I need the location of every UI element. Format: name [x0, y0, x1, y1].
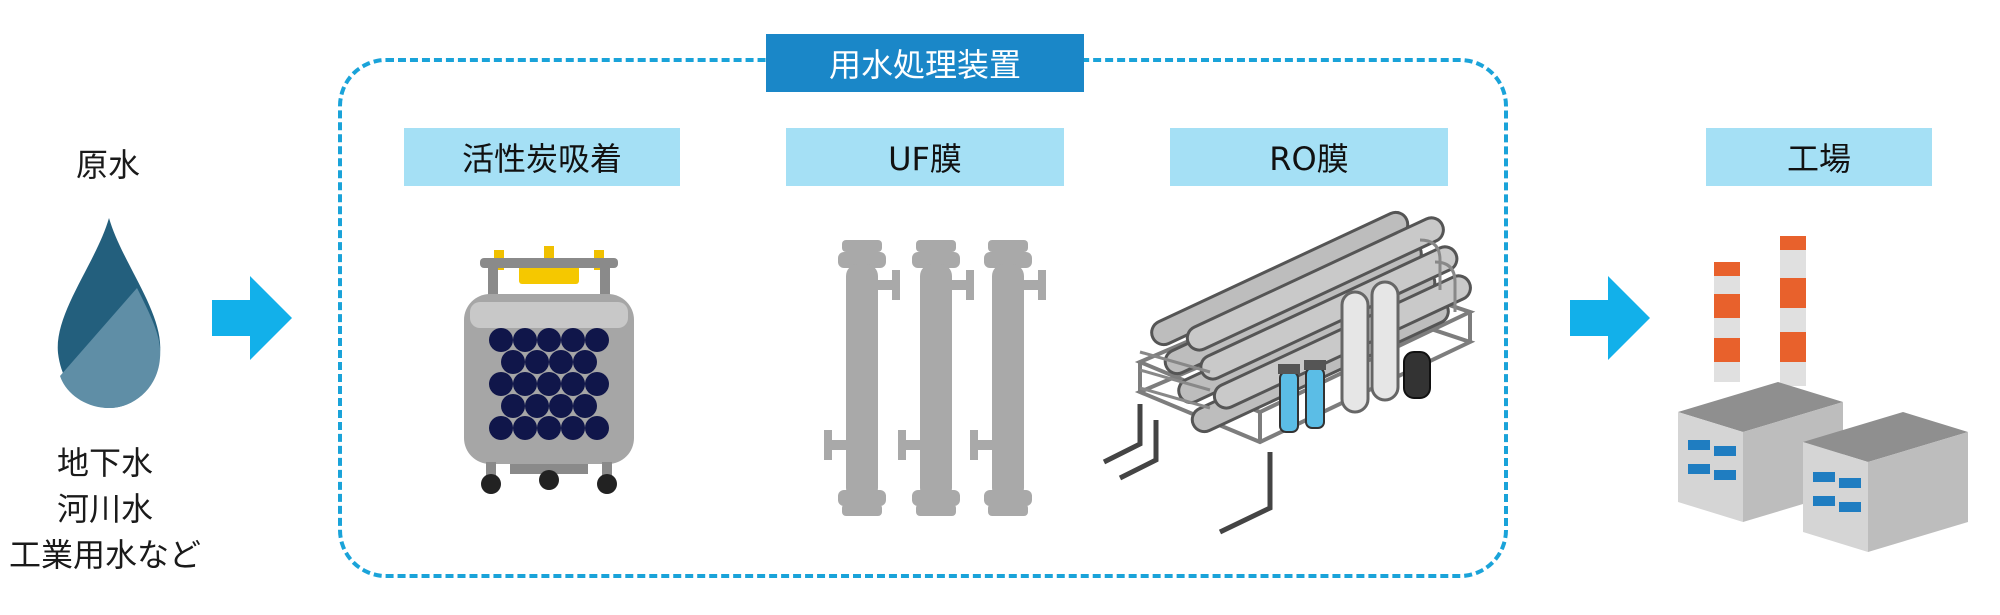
stage-label-activated-carbon: 活性炭吸着: [404, 128, 680, 186]
treatment-system-title: 用水処理装置: [766, 34, 1084, 92]
source-line-2: 河川水: [56, 490, 153, 528]
source-line-3: 工業用水など: [8, 536, 201, 574]
arrow-right-icon: [1570, 276, 1650, 360]
source-line-1: 地下水: [56, 444, 153, 482]
arrow-right-icon: [212, 276, 292, 360]
stage-label-uf: UF膜: [786, 128, 1064, 186]
source-description: 地下水 河川水 工業用水など: [0, 440, 210, 578]
carbon-filter-tank-icon: [464, 246, 634, 494]
ro-membrane-unit-icon: [1102, 210, 1476, 535]
uf-membrane-modules-icon: [824, 240, 1046, 516]
destination-label: 工場: [1706, 128, 1932, 186]
factory-icon: [1678, 236, 1968, 552]
source-title: 原水: [75, 146, 140, 184]
water-drop-icon: [57, 218, 161, 408]
stage-label-ro: RO膜: [1170, 128, 1448, 186]
